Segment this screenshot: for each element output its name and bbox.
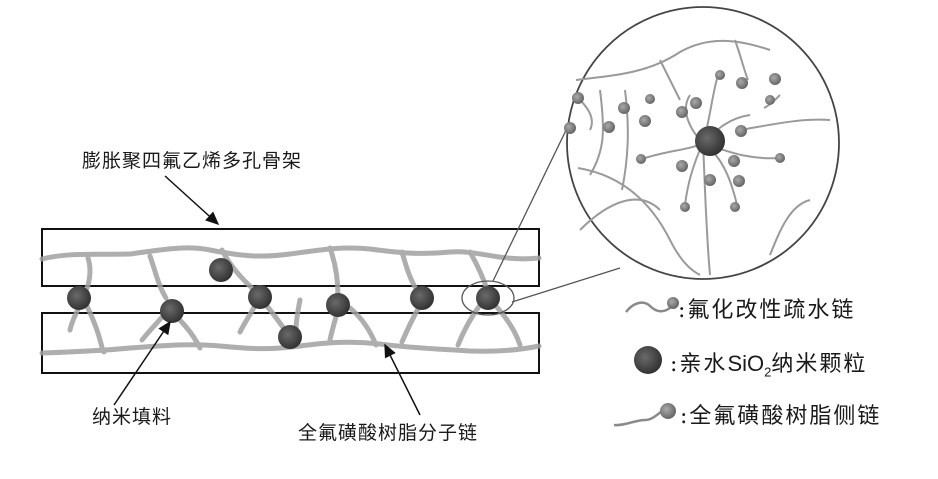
sio2-particle-icon [634, 346, 662, 374]
legend-item-hydrophobic-chain: :氟化改性疏水链 [678, 298, 856, 323]
hydrophobic-chain-icon [625, 297, 679, 313]
eptfe-scaffold-top [41, 228, 540, 287]
eptfe-scaffold-bottom [41, 312, 540, 374]
eptfe-scaffold-label: 膨胀聚四氟乙烯多孔骨架 [82, 150, 303, 172]
legend-item-sio2-particle: :亲水SiO2纳米颗粒 [670, 351, 868, 380]
pfsa-side-chain-icon [613, 403, 676, 427]
pfsa-chain-label: 全氟磺酸树脂分子链 [298, 422, 479, 444]
sio2-particles [67, 258, 500, 349]
nano-filler-label: 纳米填料 [92, 406, 173, 428]
magnified-view [564, 6, 840, 280]
legend-item-pfsa-side-chain: :全氟磺酸树脂侧链 [680, 404, 882, 429]
pointer-arrows [113, 175, 421, 416]
